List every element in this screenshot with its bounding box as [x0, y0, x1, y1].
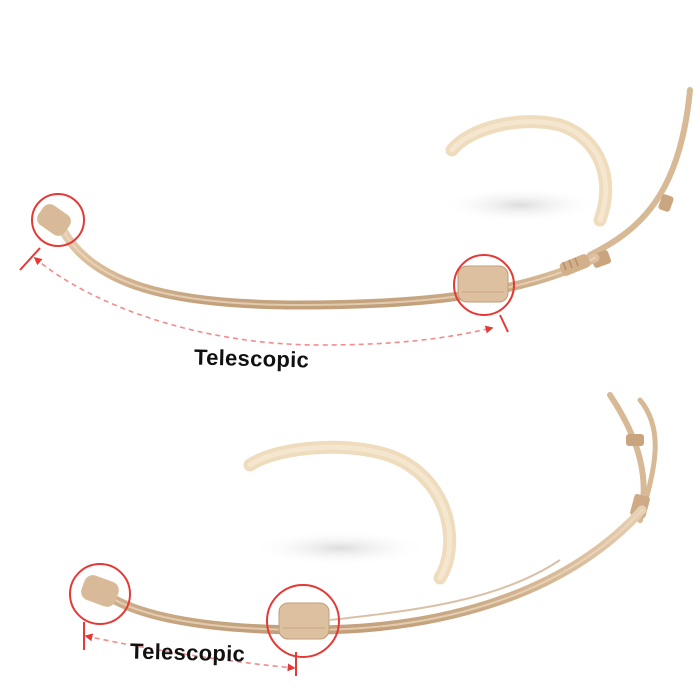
microphone-capsule: [81, 575, 119, 607]
sliding-adjuster: [278, 602, 330, 640]
bottom-panel: [69, 392, 658, 676]
tip-marker: [19, 247, 41, 271]
sliding-adjuster: [457, 265, 509, 303]
ear-hook-shadow: [440, 187, 600, 223]
headset-cable: [587, 87, 693, 258]
microphone-capsule: [37, 204, 71, 236]
microphone-boom: [95, 505, 647, 635]
cable-clip: [658, 194, 674, 212]
adjuster-highlight-circle: [266, 584, 340, 658]
ear-hook-shadow: [250, 530, 430, 566]
tip-highlight-circle: [31, 193, 85, 247]
adjuster-marker: [499, 314, 509, 333]
microphone-boom: [55, 220, 600, 310]
telescopic-caption-bottom: Telescopic: [129, 638, 246, 667]
tip-highlight-circle: [69, 563, 131, 625]
telescopic-arrow: [33, 256, 494, 346]
top-panel: [19, 87, 693, 346]
strain-relief: [559, 254, 591, 276]
cable-clip: [626, 434, 644, 446]
telescopic-caption-top: Telescopic: [193, 344, 310, 373]
